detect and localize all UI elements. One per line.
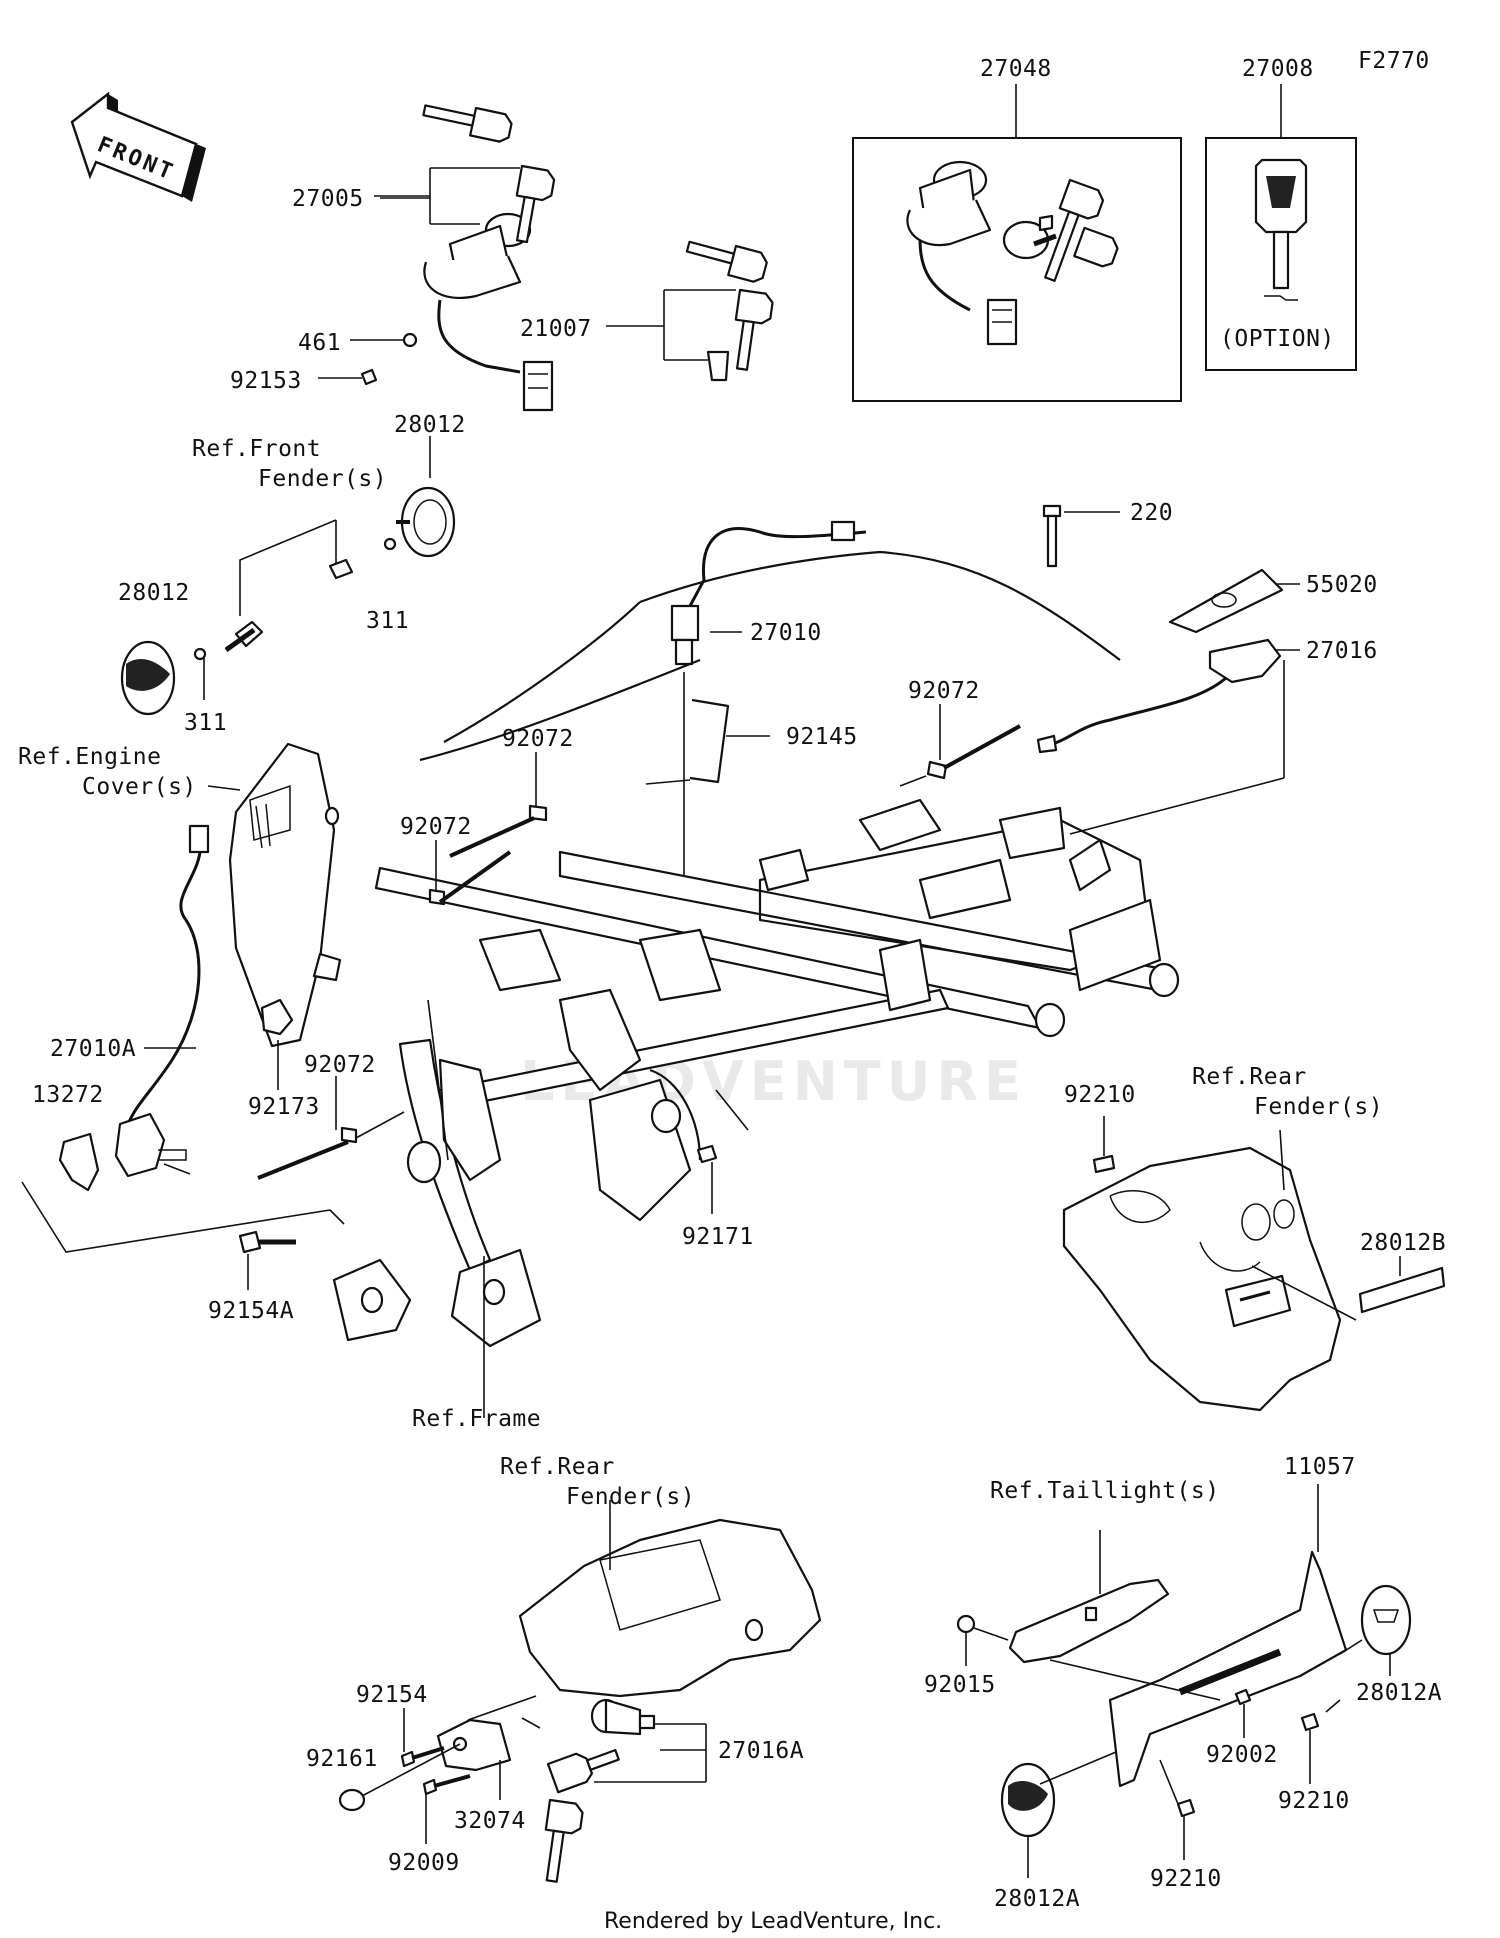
front-arrow-icon: FRONT xyxy=(70,91,206,202)
part-number-92009: 92009 xyxy=(388,1850,460,1876)
reflector-28012-top xyxy=(383,436,456,558)
part-number-92072-right: 92072 xyxy=(908,678,980,704)
part-number-11057: 11057 xyxy=(1284,1454,1356,1480)
bolt-92002 xyxy=(1234,1688,1252,1738)
part-number-28012A-bottom: 28012A xyxy=(994,1886,1080,1912)
part-number-27005: 27005 xyxy=(292,186,364,212)
reflector-28012A-bottom xyxy=(1000,1751,1117,1878)
tie-92072-mid xyxy=(257,1076,405,1180)
part-number-461: 461 xyxy=(298,330,341,356)
rear-fender-right xyxy=(1062,1116,1446,1412)
rear-fender-bottom xyxy=(518,1500,822,1698)
clip-92145 xyxy=(645,698,770,785)
part-number-92145: 92145 xyxy=(786,724,858,750)
nut-92015 xyxy=(956,1614,1009,1666)
part-number-92072-left: 92072 xyxy=(400,814,472,840)
part-number-28012A-right: 28012A xyxy=(1356,1680,1442,1706)
ref-rear-fender-bottom-line1: Ref.Rear xyxy=(500,1454,615,1480)
part-number-92173: 92173 xyxy=(248,1094,320,1120)
bolt-92154 xyxy=(400,1708,445,1768)
option-label: (OPTION) xyxy=(1220,326,1335,352)
nut-92210-mid xyxy=(1300,1699,1341,1784)
nut-92210-bottom xyxy=(1159,1759,1196,1860)
front-fender-bolts xyxy=(193,519,354,700)
engine-cover-ref xyxy=(228,742,342,1048)
screw-92153 xyxy=(318,368,378,386)
part-number-311-bottom: 311 xyxy=(184,710,227,736)
part-number-28012-top: 28012 xyxy=(394,412,466,438)
reflector-28012A-right xyxy=(1360,1584,1412,1676)
part-number-92210-mid: 92210 xyxy=(1278,1788,1350,1814)
part-number-21007: 21007 xyxy=(520,316,592,342)
ignition-kit-box-27048 xyxy=(852,84,1182,402)
bracket-32074 xyxy=(436,1718,512,1800)
key-set-21007 xyxy=(606,240,774,382)
ref-rear-fender-bottom-line2: Fender(s) xyxy=(566,1484,695,1510)
part-number-92072-upper: 92072 xyxy=(502,726,574,752)
bracket-11057 xyxy=(1108,1484,1363,1788)
ref-rear-fender-right-line2: Fender(s) xyxy=(1254,1094,1383,1120)
bolt-92009 xyxy=(422,1774,471,1844)
part-number-92015: 92015 xyxy=(924,1672,996,1698)
part-number-92153: 92153 xyxy=(230,368,302,394)
part-number-27048: 27048 xyxy=(980,56,1052,82)
ref-front-fender-line1: Ref.Front xyxy=(192,436,321,462)
part-number-28012-left: 28012 xyxy=(118,580,190,606)
bolt-92171 xyxy=(696,1144,718,1214)
grommet-92173 xyxy=(260,998,294,1090)
ignition-switch-27005 xyxy=(374,104,556,412)
diagram-code: F2770 xyxy=(1358,48,1430,74)
bolt-92154A xyxy=(238,1230,296,1290)
tie-92072-right xyxy=(899,704,1021,787)
lock-27016A xyxy=(544,1698,707,1883)
part-number-92171: 92171 xyxy=(682,1224,754,1250)
part-number-27010A: 27010A xyxy=(50,1036,136,1062)
tie-92072-left xyxy=(428,840,512,906)
key-blank-box-27008: (OPTION) xyxy=(1205,84,1357,371)
ref-taillight: Ref.Taillight(s) xyxy=(990,1478,1220,1504)
part-number-92210-bottom: 92210 xyxy=(1150,1866,1222,1892)
part-number-28012B: 28012B xyxy=(1360,1230,1446,1256)
part-number-92210-top: 92210 xyxy=(1064,1082,1136,1108)
part-number-27016A: 27016A xyxy=(718,1738,804,1764)
ref-engine-cover-line1: Ref.Engine xyxy=(18,744,161,770)
part-number-55020: 55020 xyxy=(1306,572,1378,598)
switch-27016 xyxy=(1036,638,1300,835)
part-number-92154: 92154 xyxy=(356,1682,428,1708)
ref-frame: Ref.Frame xyxy=(412,1406,541,1432)
main-frame xyxy=(332,550,1180,1348)
reflector-28012-left xyxy=(120,640,176,716)
ref-engine-cover-line2: Cover(s) xyxy=(82,774,197,800)
wiring-27010A xyxy=(58,824,210,1192)
plate-55020 xyxy=(1168,568,1300,634)
part-number-220: 220 xyxy=(1130,500,1173,526)
taillight-ref xyxy=(1008,1530,1221,1701)
sensor-27010 xyxy=(670,520,867,880)
part-number-13272: 13272 xyxy=(32,1082,104,1108)
part-number-92161: 92161 xyxy=(306,1746,378,1772)
footer-credit: Rendered by LeadVenture, Inc. xyxy=(604,1909,942,1934)
part-number-27016: 27016 xyxy=(1306,638,1378,664)
part-number-311-top: 311 xyxy=(366,608,409,634)
part-number-27008: 27008 xyxy=(1242,56,1314,82)
part-number-92072-mid: 92072 xyxy=(304,1052,376,1078)
part-number-27010: 27010 xyxy=(750,620,822,646)
part-number-32074: 32074 xyxy=(454,1808,526,1834)
ref-rear-fender-right-line1: Ref.Rear xyxy=(1192,1064,1307,1090)
washer-92161 xyxy=(338,1743,461,1812)
part-number-92002: 92002 xyxy=(1206,1742,1278,1768)
screw-461 xyxy=(350,332,418,348)
tie-92072-upper xyxy=(449,752,548,858)
ref-front-fender-line2: Fender(s) xyxy=(258,466,387,492)
part-number-92154A: 92154A xyxy=(208,1298,294,1324)
screw-220 xyxy=(1042,504,1120,568)
